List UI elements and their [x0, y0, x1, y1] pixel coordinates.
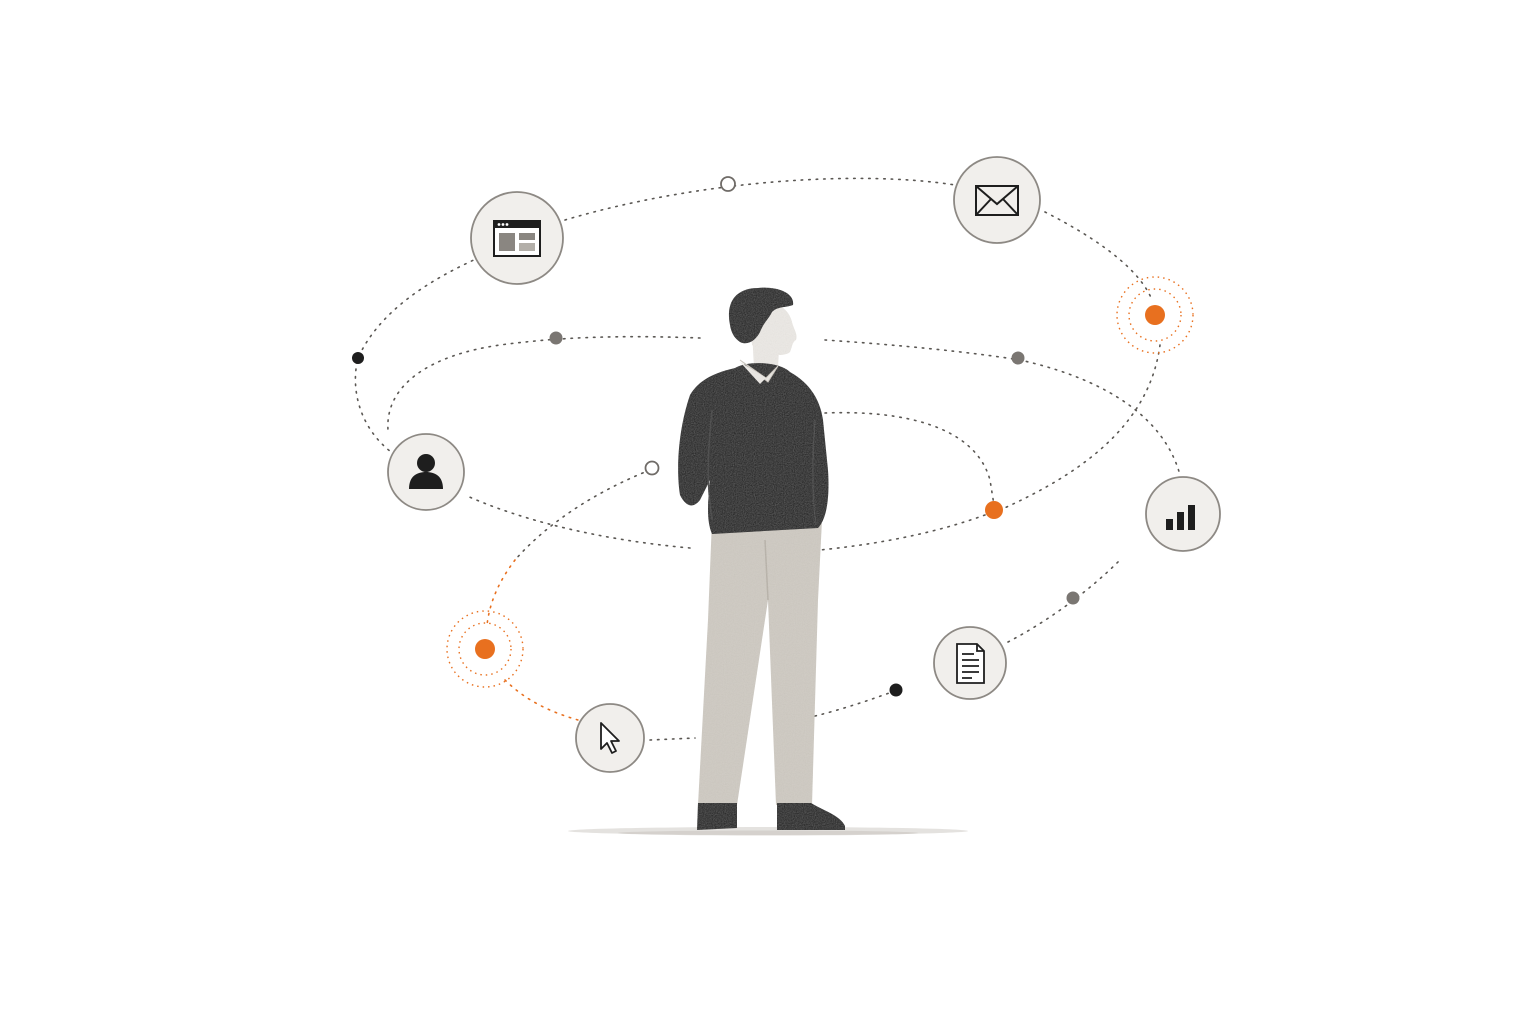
hair	[728, 287, 794, 344]
gray-dot	[549, 331, 563, 345]
gray-dot	[1011, 351, 1025, 365]
orbit-paths	[354, 177, 1181, 741]
black-dot	[889, 683, 903, 697]
user-badge	[387, 433, 465, 511]
document-icon	[956, 643, 985, 684]
outer-orbit-path	[819, 514, 986, 551]
accent-node-lower-left	[446, 610, 524, 688]
right-shoe	[777, 803, 845, 830]
outer-orbit-path	[464, 494, 691, 549]
hollow-dot	[644, 460, 660, 476]
middle-orbit-path	[387, 335, 701, 431]
ground-shadow	[568, 827, 968, 836]
document-badge	[933, 626, 1007, 700]
gray-dot	[1066, 591, 1080, 605]
inner-orbit-path	[649, 737, 696, 741]
chart-badge	[1145, 476, 1221, 552]
cursor-badge	[575, 703, 645, 773]
envelope-badge	[953, 156, 1041, 244]
browser-badge	[470, 191, 564, 285]
left-shoe	[697, 803, 737, 830]
outer-orbit-path	[1044, 211, 1153, 301]
hollow-dot	[720, 176, 736, 192]
pants	[698, 520, 822, 805]
outer-orbit-path	[564, 177, 956, 221]
middle-orbit-path	[824, 339, 1181, 476]
envelope-icon	[975, 185, 1019, 216]
browser-window-icon	[493, 220, 541, 257]
inner-orbit-path	[1007, 559, 1121, 643]
accent-node-upper-right	[1116, 276, 1194, 354]
black-dot	[352, 352, 364, 364]
inner-orbit-path	[814, 691, 893, 717]
outer-orbit-path	[999, 344, 1161, 511]
inner-orbit-path-accent	[486, 559, 516, 626]
inner-orbit-path	[514, 469, 651, 561]
sweater	[678, 363, 829, 534]
orange-dot	[985, 501, 1003, 519]
inner-orbit-path-accent	[504, 679, 579, 721]
inner-orbit-path	[824, 411, 995, 506]
cursor-arrow-icon	[600, 722, 620, 754]
bar-chart-icon	[1166, 505, 1195, 530]
orbit-dots	[352, 176, 1080, 697]
outer-orbit-path	[354, 257, 479, 456]
user-profile-icon	[409, 454, 443, 489]
standing-person	[678, 287, 845, 830]
